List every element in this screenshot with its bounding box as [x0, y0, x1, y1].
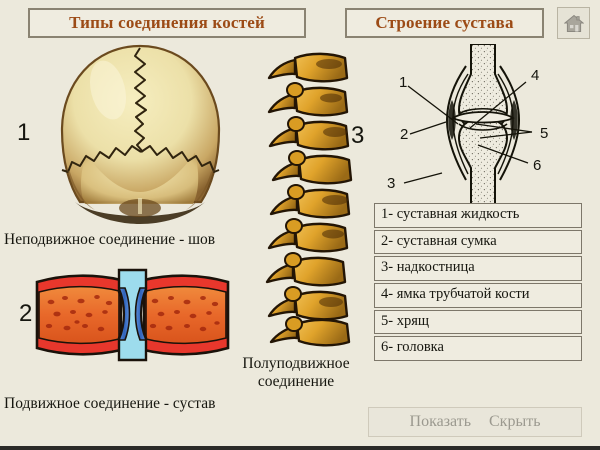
- legend-item[interactable]: 3- надкостница: [374, 256, 582, 282]
- legend-item[interactable]: 1- суставная жидкость: [374, 203, 582, 228]
- legend-item[interactable]: 2- суставная сумка: [374, 229, 582, 255]
- home-button[interactable]: [557, 7, 590, 39]
- joint-callout-3: 3: [387, 175, 396, 192]
- title-bone-connection-types[interactable]: Типы соединения костей: [28, 8, 306, 38]
- figure-index-3: 3: [351, 122, 365, 149]
- joint-callout-5: 5: [540, 125, 549, 142]
- hide-button[interactable]: Скрыть: [489, 413, 541, 430]
- figure-index-1: 1: [17, 119, 31, 146]
- figure-skull: [60, 44, 221, 224]
- joint-callout-1: 1: [399, 74, 408, 91]
- legend-controls-bar: Показать Скрыть: [368, 407, 582, 437]
- legend-list: 1- суставная жидкость 2- суставная сумка…: [374, 203, 582, 363]
- home-icon: [563, 14, 584, 32]
- joint-callout-4: 4: [531, 67, 540, 84]
- joint-callout-2: 2: [400, 126, 409, 143]
- legend-item[interactable]: 6- головка: [374, 336, 582, 362]
- joint-callout-6: 6: [533, 157, 542, 174]
- figure-joint-cross-section: [35, 268, 230, 362]
- figure-index-2: 2: [19, 300, 33, 327]
- caption-mobile-joint: Подвижное соединение - сустав: [4, 395, 216, 412]
- legend-item[interactable]: 5- хрящ: [374, 309, 582, 335]
- caption-immobile-joint: Неподвижное соединение - шов: [4, 231, 216, 248]
- title-joint-structure[interactable]: Строение сустава: [345, 8, 544, 38]
- show-button[interactable]: Показать: [409, 413, 471, 430]
- legend-item[interactable]: 4- ямка трубчатой кости: [374, 283, 582, 308]
- caption-semi-mobile-joint: Полуподвижное соединение: [242, 355, 350, 391]
- figure-joint-structure-diagram: [445, 44, 521, 204]
- figure-spine: [265, 52, 353, 347]
